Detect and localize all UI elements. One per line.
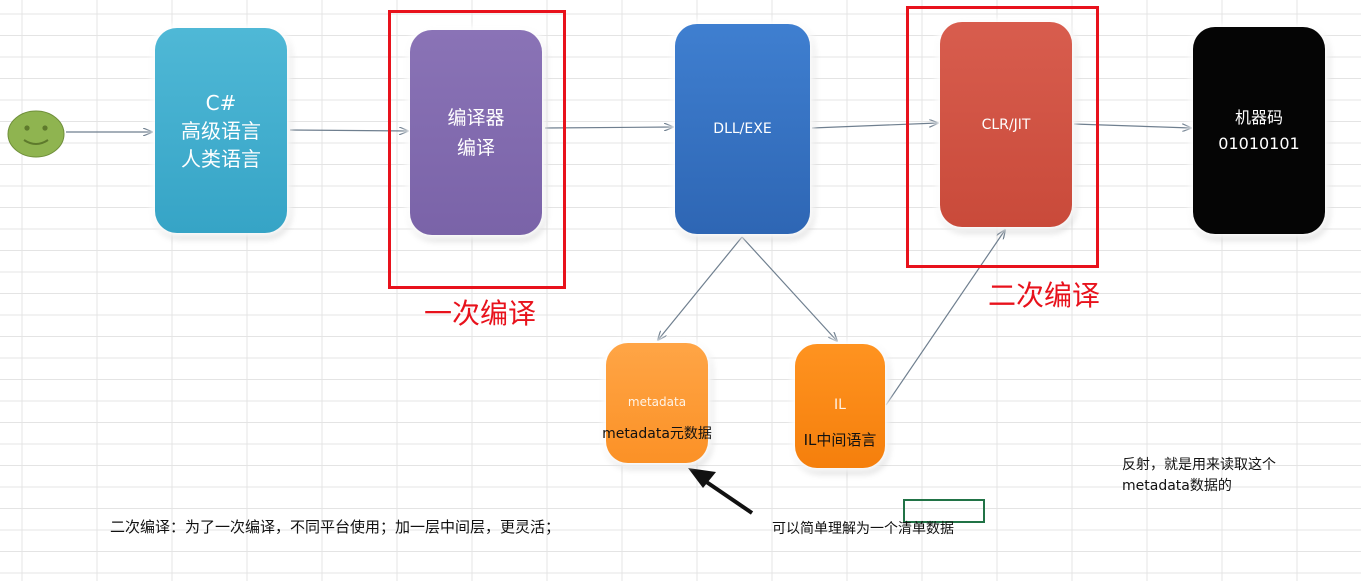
second-compile-highlight-frame [906, 6, 1099, 268]
il-node-caption: IL中间语言 [803, 431, 877, 449]
compiler-node: 编译器 编译 [410, 30, 542, 235]
metadata-node-caption: metadata元数据 [602, 426, 712, 442]
second-compile-description: 二次编译：为了一次编译，不同平台使用；加一层中间层，更灵活； [110, 518, 561, 536]
metadata-node: metadata metadata元数据 [602, 343, 712, 463]
metadata-description: 可以简单理解为一个清单数据 [772, 521, 954, 537]
csharp-node-line3: 人类语言 [181, 146, 261, 171]
csharp-node-line2: 高级语言 [181, 118, 261, 143]
compiler-node-line2: 编译 [456, 136, 495, 159]
machine-code-node: 机器码 01010101 [1193, 27, 1325, 234]
second-compile-label: 二次编译 [988, 279, 1101, 312]
first-compile-highlight-frame [388, 10, 566, 289]
clr-jit-node-label: CLR/JIT [981, 116, 1031, 133]
reflection-note-line1: 反射，就是用来读取这个 [1122, 457, 1276, 473]
machine-code-node-line2: 01010101 [1218, 133, 1300, 153]
csharp-node-title: C# [205, 90, 237, 115]
metadata-node-title: metadata [627, 395, 687, 409]
machine-code-node-line1: 机器码 [1234, 107, 1283, 127]
il-node-title: IL [834, 397, 846, 413]
csharp-node: C# 高级语言 人类语言 [155, 28, 287, 233]
il-node: IL IL中间语言 [795, 344, 885, 468]
selected-cell[interactable] [903, 499, 985, 523]
reflection-note-line2: metadata数据的 [1122, 478, 1232, 494]
dll-exe-node-label: DLL/EXE [713, 121, 772, 137]
first-compile-label: 一次编译 [424, 297, 537, 330]
smiley-face-icon [7, 110, 65, 158]
clr-jit-node: CLR/JIT [940, 22, 1072, 227]
dll-exe-node: DLL/EXE [675, 24, 810, 234]
compiler-node-line1: 编译器 [447, 106, 505, 129]
